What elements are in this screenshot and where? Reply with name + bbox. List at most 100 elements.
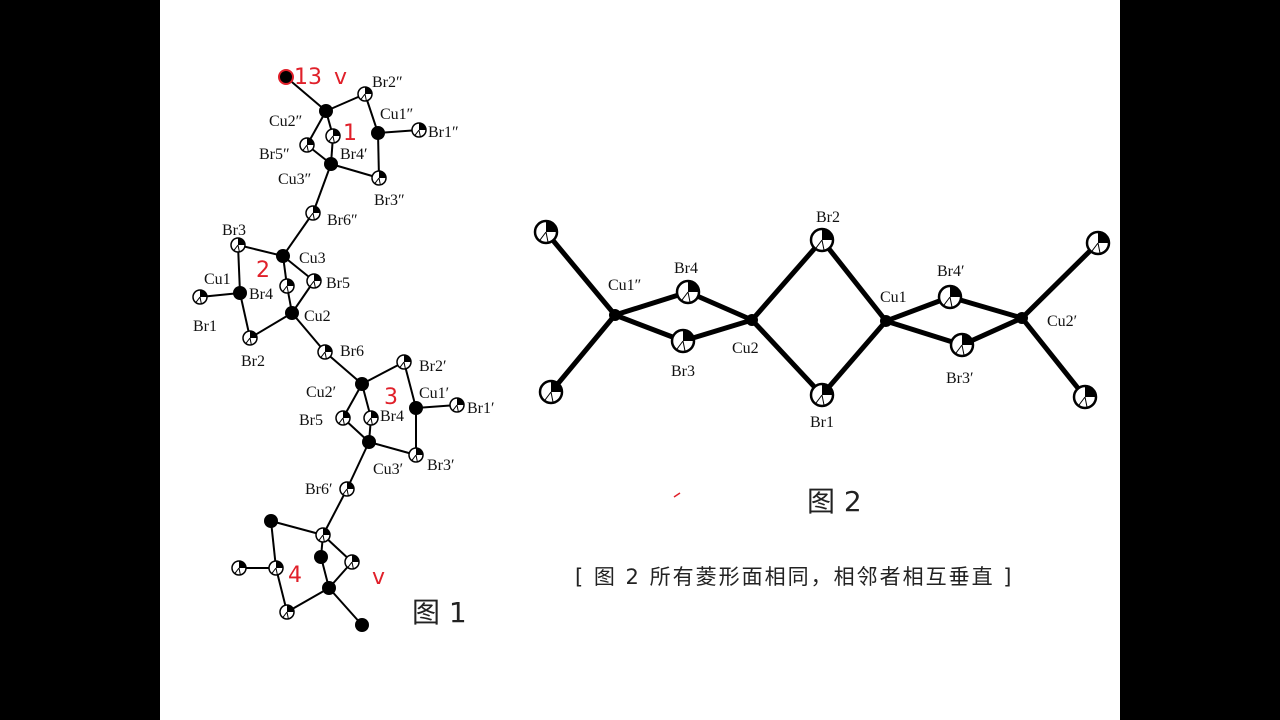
fig1-label-Br3pp: Br3″	[374, 192, 405, 209]
br-atom-Q8	[279, 604, 295, 620]
pen-cursor-mark	[673, 492, 681, 498]
cu-atom-Cu2pp	[319, 104, 333, 118]
cu-atom-Cu2	[285, 306, 299, 320]
fig1-label-Cu1p: Cu1′	[419, 385, 449, 402]
fig2-label-Br2: Br2	[816, 209, 840, 226]
cu-atom-Cu1pp	[371, 126, 385, 140]
fig1-label-Cu2pp: Cu2″	[269, 113, 302, 130]
fig1-label-Br3p: Br3′	[427, 457, 455, 474]
bond-Cu3p-Br6p	[346, 441, 370, 490]
br-atom-Br6p	[339, 481, 355, 497]
atoms	[192, 86, 1111, 632]
annotation-4: 4	[288, 563, 302, 588]
bond-Br6p-Q2	[322, 488, 348, 536]
br-atom-R_Br1	[809, 382, 835, 408]
cu-atom-Q1	[264, 514, 278, 528]
cu-atom-R_Cu2p	[1016, 312, 1028, 324]
fig1-label-Cu2: Cu2	[304, 308, 331, 325]
figure2-note: [ 图 2 所有菱形面相同，相邻者相互垂直 ]	[575, 565, 1013, 589]
bond-Q1-Q6	[270, 520, 277, 569]
bond-R_Cu1-R_Br3p	[885, 318, 963, 348]
bond-R_Cu2p-R_T3	[1020, 241, 1100, 320]
cu-atom-Q9	[355, 618, 369, 632]
bond-Br6-Cu2p	[324, 351, 363, 385]
br-atom-Br3p	[408, 447, 424, 463]
br-atom-R_T1	[533, 219, 559, 245]
bond-Q2-Q1	[270, 520, 324, 536]
bond-R_Br2-R_Cu1	[820, 238, 888, 323]
cu-atom-R_Cu1	[880, 315, 892, 327]
br-atom-R_Br4	[675, 279, 701, 305]
fig1-label-Br6p: Br6′	[305, 481, 333, 498]
red-marked-atom	[278, 69, 294, 85]
br-atom-R_Br4p	[937, 284, 963, 310]
fig1-label-Cu3p: Cu3′	[373, 461, 403, 478]
fig1-label-Br6pp: Br6″	[327, 212, 358, 229]
br-atom-Br2	[242, 330, 258, 346]
annotation-2: 2	[256, 258, 270, 283]
cu-atom-Cu3	[276, 249, 290, 263]
bond-Cu2p-Br2p	[361, 361, 405, 385]
fig2-label-Br1: Br1	[810, 414, 834, 431]
bond-Br2p-Cu1p	[403, 361, 417, 409]
handwritten-annotations: 13 v 1 2 3 4 v	[256, 65, 681, 590]
cu-atom-Cu2p	[355, 377, 369, 391]
cu-atom-R_Cu1pp	[609, 309, 621, 321]
br-atom-R_Br2	[809, 227, 835, 253]
br-atom-Br1pp	[411, 122, 427, 138]
cu-atom-Q7	[322, 581, 336, 595]
bond-Cu2-Br6	[291, 312, 326, 353]
annotation-v-top: v	[334, 65, 347, 90]
fig1-label-Cu3pp: Cu3″	[278, 171, 311, 188]
bond-R_T1-R_Cu1pp	[544, 230, 617, 317]
br-atom-Q6	[268, 560, 284, 576]
br-atom-R_Br3p	[949, 332, 975, 358]
bond-Cu3pp-Br6pp	[312, 163, 332, 214]
fig2-label-Cu1pp: Cu1″	[608, 277, 641, 294]
br-atom-Q5	[231, 560, 247, 576]
cu-atom-Cu1p	[409, 401, 423, 415]
fig1-label-Br1pp: Br1″	[428, 124, 459, 141]
br-atom-Br4pp	[325, 128, 341, 144]
figure1-caption: 图 1	[412, 596, 467, 629]
fig2-label-Br4: Br4	[674, 260, 698, 277]
fig1-label-Br2pp: Br2″	[372, 74, 403, 91]
bond-R_Cu2-R_Br2	[750, 238, 824, 322]
annotation-v: v	[372, 565, 385, 590]
fig1-label-Br5p: Br5	[299, 412, 323, 429]
bond-X0-Cu2pp	[285, 76, 327, 112]
fig2-label-Br3: Br3	[671, 363, 695, 380]
bond-Br3pp-Cu3pp	[330, 163, 380, 179]
bond-Br3-Cu1	[237, 244, 241, 294]
fig2-label-Cu2: Cu2	[732, 340, 759, 357]
bond-Br2-Cu2	[249, 312, 293, 339]
br-atom-Br2pp	[357, 86, 373, 102]
annotation-3: 3	[384, 385, 398, 410]
br-atom-Br5pp	[299, 137, 315, 153]
bond-Br6pp-Cu3	[282, 212, 314, 257]
fig1-label-Br4p_top: Br4′	[340, 146, 368, 163]
fig1-label-Cu1: Cu1	[204, 271, 231, 288]
br-atom-Q2	[315, 527, 331, 543]
fig1-label-Br1p: Br1′	[467, 400, 495, 417]
br-atom-R_Br3	[670, 328, 696, 354]
atom-labels: Br2″Cu2″Cu1″Br1″Br5″Br4′Cu3″Br3″Br6″Br3C…	[193, 74, 1077, 498]
fig1-label-Br5: Br5	[326, 275, 350, 292]
bond-R_Cu2-R_Br1	[750, 318, 824, 397]
br-atom-R_T2	[538, 379, 564, 405]
bond-R_Cu1pp-R_Br4	[614, 289, 689, 318]
bond-R_Cu2p-R_T4	[1020, 316, 1087, 399]
cu-atom-R_Cu2	[746, 314, 758, 326]
fig1-label-Br2p: Br2′	[419, 358, 447, 375]
fig1-label-Cu1pp: Cu1″	[380, 106, 413, 123]
cu-atom-Cu1	[233, 286, 247, 300]
fig2-label-Br3p: Br3′	[946, 370, 974, 387]
br-atom-Br6pp	[305, 205, 321, 221]
fig1-label-Br5pp: Br5″	[259, 146, 290, 163]
br-atom-Br2p	[396, 354, 412, 370]
br-atom-Br4	[279, 278, 295, 294]
fig1-label-Br2: Br2	[241, 353, 265, 370]
fig1-label-Cu3: Cu3	[299, 250, 326, 267]
br-atom-Br5p	[335, 410, 351, 426]
